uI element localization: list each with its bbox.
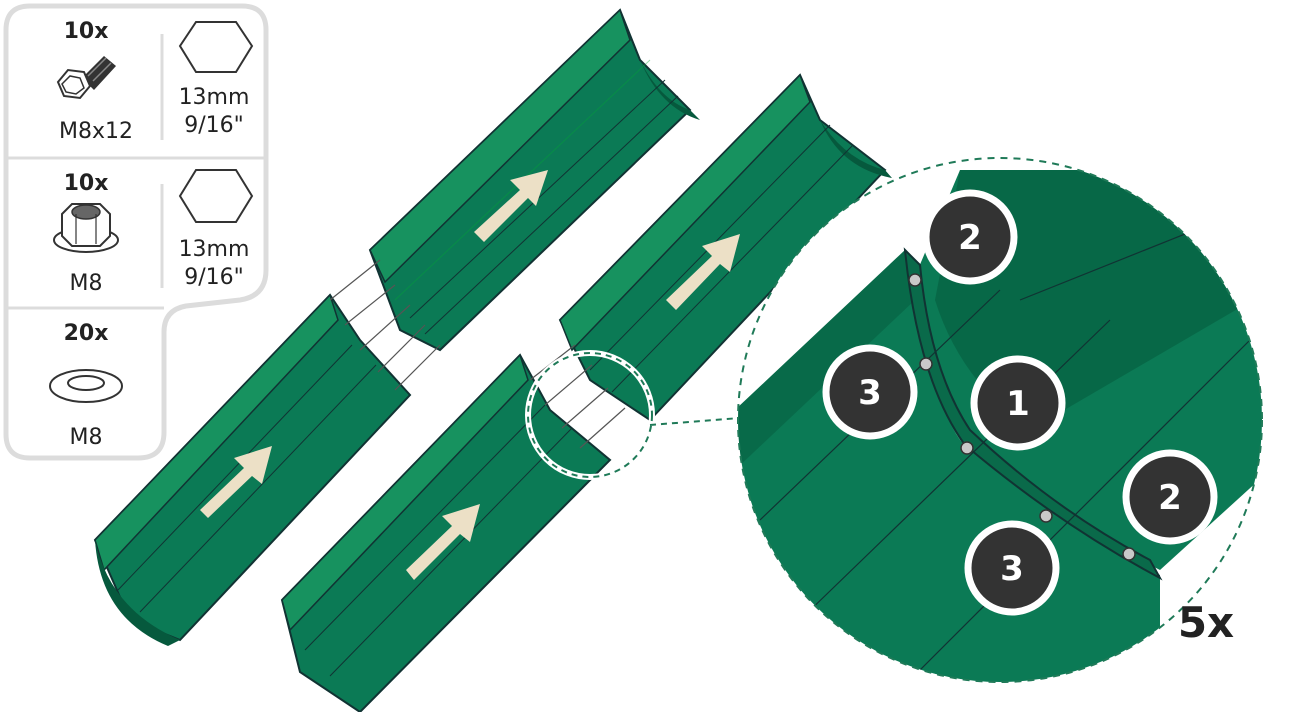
callout-number: 1 [1006,384,1030,424]
callout-number: 2 [958,218,982,258]
repeat-count: 5x [1178,598,1234,647]
callout-badge: 1 [974,359,1062,447]
callout-badge: 2 [926,193,1014,281]
wrench-size-imperial: 9/16" [184,265,244,290]
wrench-size-imperial: 9/16" [184,113,244,138]
callout-badge: 3 [826,348,914,436]
callout-number: 3 [1000,549,1024,589]
hex-wrench-icon [180,22,252,72]
bolt-size: M8x12 [59,119,133,144]
wrench-size-metric: 13mm [179,85,250,110]
callout-number: 3 [858,373,882,413]
flange-nut-icon [54,204,118,252]
callout-badge: 3 [968,524,1056,612]
callout-badge: 2 [1126,453,1214,541]
washer-count: 20x [64,321,109,346]
bolt-count: 10x [64,19,109,44]
parts-legend: 10x M8x12 13mm 9/16" 10x M8 [6,6,266,458]
washer-size: M8 [70,425,103,450]
nut-count: 10x [64,171,109,196]
wrench-size-metric: 13mm [179,237,250,262]
detail-leader-line [650,418,740,425]
callout-number: 2 [1158,478,1182,518]
washer-icon [50,370,122,402]
hex-wrench-icon [180,170,252,222]
nut-size: M8 [70,271,103,296]
